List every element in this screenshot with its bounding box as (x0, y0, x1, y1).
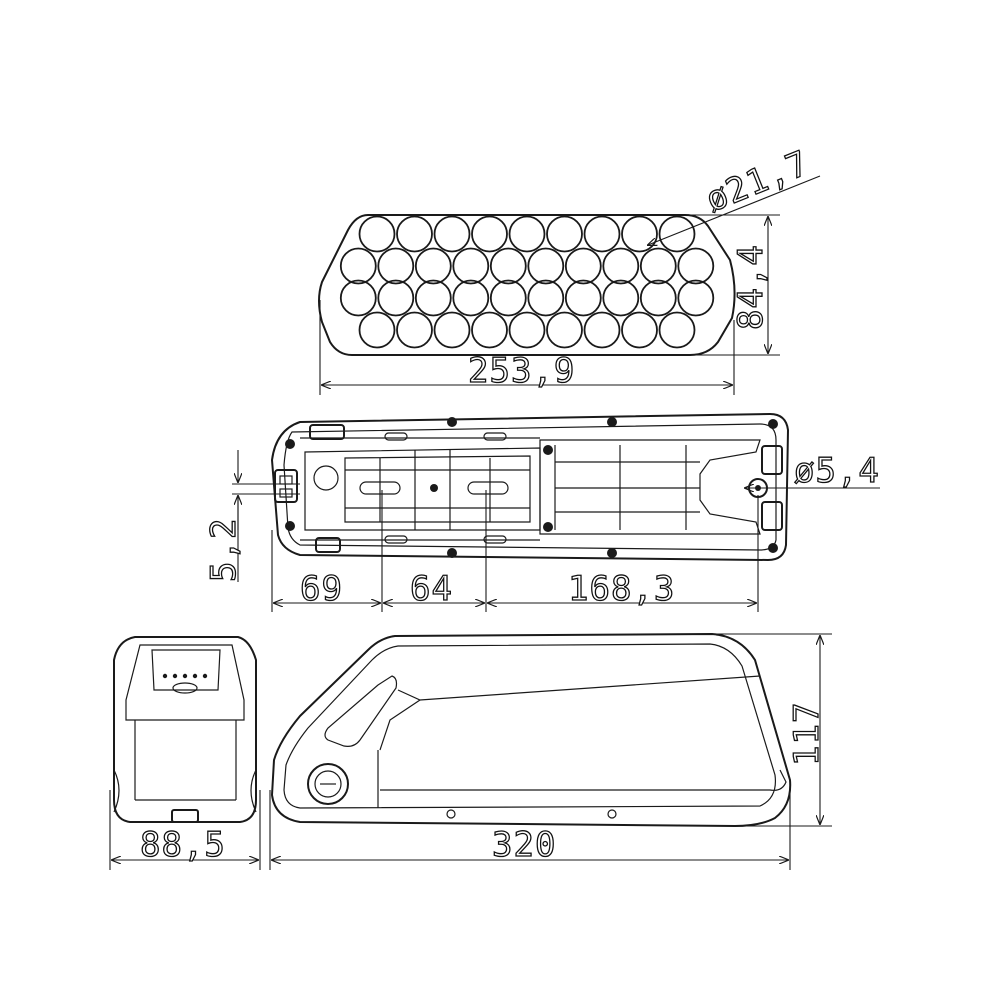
battery-cell (396, 311, 433, 349)
dim-overall-height-label: 117 (787, 702, 827, 766)
battery-cell (527, 247, 565, 285)
battery-cell (546, 215, 583, 253)
dim-mount-c-label: 168,3 (568, 569, 675, 609)
dim-mount-b-label: 64 (410, 569, 453, 609)
battery-cell (621, 311, 658, 349)
cell-pack-outline (318, 214, 736, 356)
dim-pack-width: 253,9 (319, 300, 735, 395)
dim-offset-label: 5,2 (204, 518, 244, 582)
battery-cell (564, 279, 602, 317)
battery-cell (339, 247, 377, 285)
dim-overall-height: 117 (712, 633, 832, 827)
cell-grid (339, 215, 715, 349)
rail-outline (271, 413, 789, 561)
dim-mount-a-label: 69 (300, 569, 343, 609)
battery-cell (489, 279, 527, 317)
battery-cell (621, 215, 658, 253)
battery-cell (414, 247, 452, 285)
battery-cell (658, 215, 696, 253)
battery-cell (602, 279, 640, 317)
dim-side-width-label: 88,5 (140, 825, 226, 865)
battery-cell (508, 215, 546, 253)
dim-cell-diameter: ø21,7 (648, 142, 821, 245)
battery-cell (489, 247, 527, 285)
battery-cell (358, 215, 396, 253)
battery-cell (546, 311, 583, 349)
battery-cell (452, 279, 490, 317)
battery-cell (471, 311, 508, 349)
battery-cell (527, 279, 565, 317)
dim-overall-length: 320 (269, 790, 791, 870)
battery-cell (677, 279, 715, 317)
dim-pack-width-label: 253,9 (468, 351, 575, 391)
dim-hole-diameter-label: ø5,4 (794, 451, 880, 491)
battery-cell (433, 215, 471, 253)
dim-cell-diameter-label: ø21,7 (700, 143, 815, 220)
side-view (271, 633, 792, 827)
battery-cell (508, 311, 546, 349)
battery-cell (339, 279, 377, 317)
end-view (113, 636, 257, 823)
battery-cell (677, 247, 715, 285)
battery-cell (658, 311, 696, 349)
battery-cell (583, 215, 621, 253)
battery-cell (414, 279, 452, 317)
end-view-outline (113, 636, 257, 823)
battery-cell (471, 215, 508, 253)
side-view-outline (271, 633, 792, 827)
battery-cell (602, 247, 640, 285)
battery-cell (639, 247, 677, 285)
battery-cell (583, 311, 621, 349)
dim-pack-height-label: 84,4 (731, 244, 771, 330)
dim-pack-height: 84,4 (690, 214, 780, 356)
dim-side-width: 88,5 (109, 790, 261, 870)
cell-pack-view (318, 214, 736, 356)
battery-cell (396, 215, 433, 253)
battery-cell (452, 247, 490, 285)
dim-offset: 5,2 (203, 450, 300, 583)
battery-cell (377, 247, 415, 285)
dim-hole-diameter: ø5,4 (745, 450, 880, 491)
battery-cell (564, 247, 602, 285)
battery-cell (358, 311, 396, 349)
battery-cell (433, 311, 471, 349)
mounting-rail-view (271, 413, 789, 561)
dim-mounting-spacing: 69 64 168,3 (271, 490, 759, 612)
battery-cell (639, 279, 677, 317)
dim-overall-length-label: 320 (492, 825, 556, 865)
battery-cell (377, 279, 415, 317)
